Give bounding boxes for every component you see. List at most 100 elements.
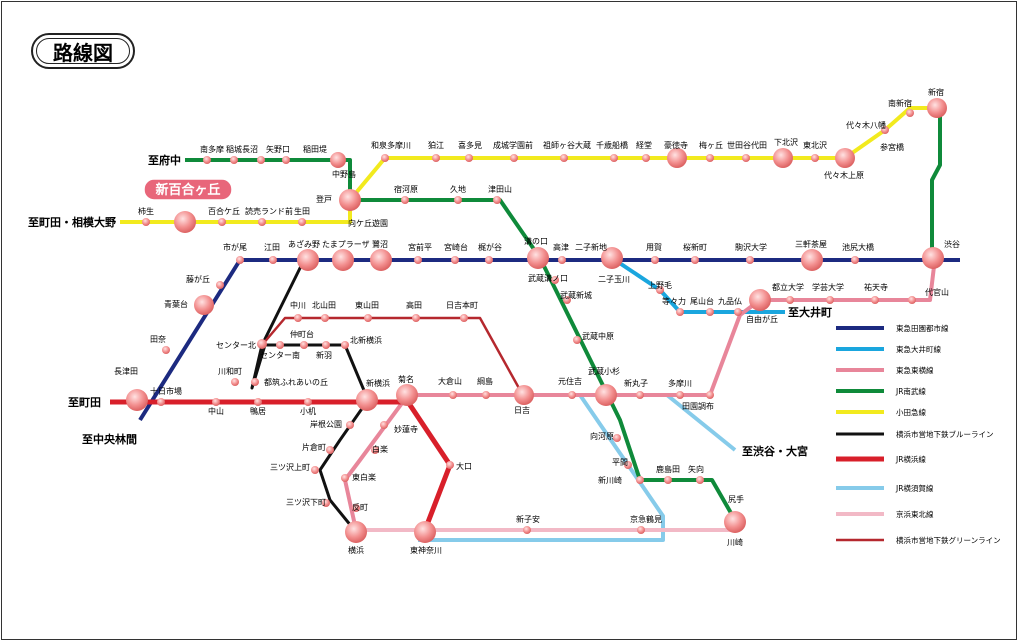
line-nambu-upper — [930, 100, 942, 258]
station-marker[interactable] — [339, 189, 361, 211]
station-label: 東白楽 — [352, 472, 376, 482]
legend-item: JR南武線 — [836, 386, 926, 396]
station-marker[interactable] — [514, 385, 534, 405]
station-label: 宮前平 — [408, 242, 432, 252]
station-label: 下北沢 — [774, 138, 798, 147]
legend-item: 東急大井町線 — [836, 344, 941, 354]
station-label: 久地 — [450, 184, 466, 194]
station-label: 市が尾 — [223, 242, 247, 252]
dest-machida: 至町田 — [68, 396, 101, 409]
station-label: 高田 — [406, 300, 422, 310]
station-label: 長津田 — [114, 366, 138, 376]
line-toyoko — [408, 257, 937, 397]
page-title: 路線図 — [31, 33, 135, 69]
rail-lines — [110, 100, 960, 542]
svg-text:横浜市営地下鉄グリーンライン: 横浜市営地下鉄グリーンライン — [896, 535, 1001, 545]
line-blue — [250, 257, 370, 533]
station-label: 新川崎 — [598, 475, 622, 485]
station-label: 梅ヶ丘 — [699, 140, 723, 150]
station-label: 学芸大学 — [812, 282, 844, 292]
station-marker[interactable] — [257, 339, 267, 349]
station-label: 新羽 — [316, 350, 332, 360]
station-marker[interactable] — [194, 295, 214, 315]
station-label: 高津 — [553, 242, 569, 252]
station-label: 江田 — [264, 243, 280, 252]
station-marker[interactable] — [724, 511, 746, 533]
station-marker[interactable] — [330, 152, 346, 168]
station-marker[interactable] — [126, 389, 148, 411]
station-label: 小机 — [300, 406, 316, 416]
station-label: 津田山 — [488, 184, 512, 194]
station-label: 東北沢 — [803, 140, 827, 150]
station-label: 狛江 — [428, 140, 444, 150]
station-marker[interactable] — [922, 247, 944, 269]
station-marker[interactable] — [356, 389, 378, 411]
station-marker[interactable] — [396, 384, 418, 406]
station-marker[interactable] — [595, 384, 617, 406]
station-label: 都筑ふれあいの丘 — [264, 377, 328, 387]
dest-chuorinkan: 至中央林間 — [82, 432, 137, 446]
station-label: 武蔵中原 — [582, 331, 614, 341]
station-label: 生田 — [294, 206, 310, 216]
station-label: 九品仏 — [718, 297, 742, 306]
legend-item: JR横須賀線 — [836, 483, 934, 493]
legend-item: 東急東横線 — [836, 365, 934, 375]
station-label: 白楽 — [372, 444, 388, 454]
station-label: 登戸 — [316, 194, 332, 204]
station-marker[interactable] — [927, 98, 947, 118]
station-label: 岸根公園 — [310, 419, 342, 429]
svg-text:JR南武線: JR南武線 — [895, 386, 926, 396]
station-label: 祖師ヶ谷大蔵 — [543, 140, 591, 150]
station-label: 南新宿 — [888, 98, 912, 108]
station-marker[interactable] — [332, 249, 354, 271]
station-label: 千歳船橋 — [596, 140, 628, 150]
station-label: 代官山 — [925, 287, 949, 297]
svg-text:京浜東北線: 京浜東北線 — [896, 509, 934, 519]
svg-text:JR横浜線: JR横浜線 — [895, 454, 926, 464]
station-label: 向河原 — [590, 431, 614, 441]
station-label: 豪徳寺 — [664, 140, 688, 150]
station-marker[interactable] — [749, 289, 771, 311]
station-label: 仲町台 — [290, 329, 314, 339]
station-marker[interactable] — [801, 249, 823, 271]
station-marker[interactable] — [345, 521, 367, 543]
station-label: あざみ野 — [288, 239, 320, 249]
station-marker[interactable] — [773, 148, 793, 168]
station-marker[interactable] — [414, 521, 436, 543]
svg-text:東急大井町線: 東急大井町線 — [896, 344, 941, 354]
station-marker[interactable] — [601, 247, 623, 269]
station-label: 桜新町 — [683, 242, 707, 252]
svg-text:東急田園都市線: 東急田園都市線 — [896, 323, 949, 333]
svg-text:横浜市営地下鉄ブルーライン: 横浜市営地下鉄ブルーライン — [896, 429, 994, 439]
highlight-station-badge[interactable]: 新百合ヶ丘 — [143, 178, 233, 201]
page-title-label: 路線図 — [36, 38, 130, 65]
station-label: 稲城長沼 — [226, 144, 258, 154]
station-marker[interactable] — [527, 247, 549, 269]
svg-text:JR横須賀線: JR横須賀線 — [895, 483, 934, 493]
dest-shibuya-omiya: 至渋谷・大宮 — [742, 444, 808, 458]
station-marker[interactable] — [174, 211, 196, 233]
station-label: 尾山台 — [690, 296, 714, 306]
station-label: 十日市場 — [150, 386, 182, 396]
station-marker[interactable] — [370, 249, 392, 271]
small-stations — [142, 109, 916, 534]
station-label: 三軒茶屋 — [795, 239, 827, 249]
legend-item: 小田急線 — [836, 407, 926, 417]
station-marker[interactable] — [667, 148, 687, 168]
station-marker[interactable] — [835, 148, 855, 168]
station-label: 青葉台 — [164, 299, 188, 309]
station-marker[interactable] — [297, 249, 319, 271]
station-label: センター北 — [216, 341, 256, 350]
station-label: 経堂 — [636, 140, 652, 150]
station-label: 東神奈川 — [410, 545, 442, 555]
station-label: 中野島 — [332, 169, 356, 179]
station-label: 武蔵新城 — [560, 290, 592, 300]
station-label: 北新横浜 — [350, 335, 382, 345]
legend-item: 横浜市営地下鉄ブルーライン — [836, 429, 994, 439]
station-label: 南多摩 — [200, 144, 224, 154]
station-label: 三ツ沢上町 — [270, 463, 310, 472]
station-label: 京急鶴見 — [630, 514, 662, 524]
station-label: 溝の口 — [524, 236, 548, 246]
